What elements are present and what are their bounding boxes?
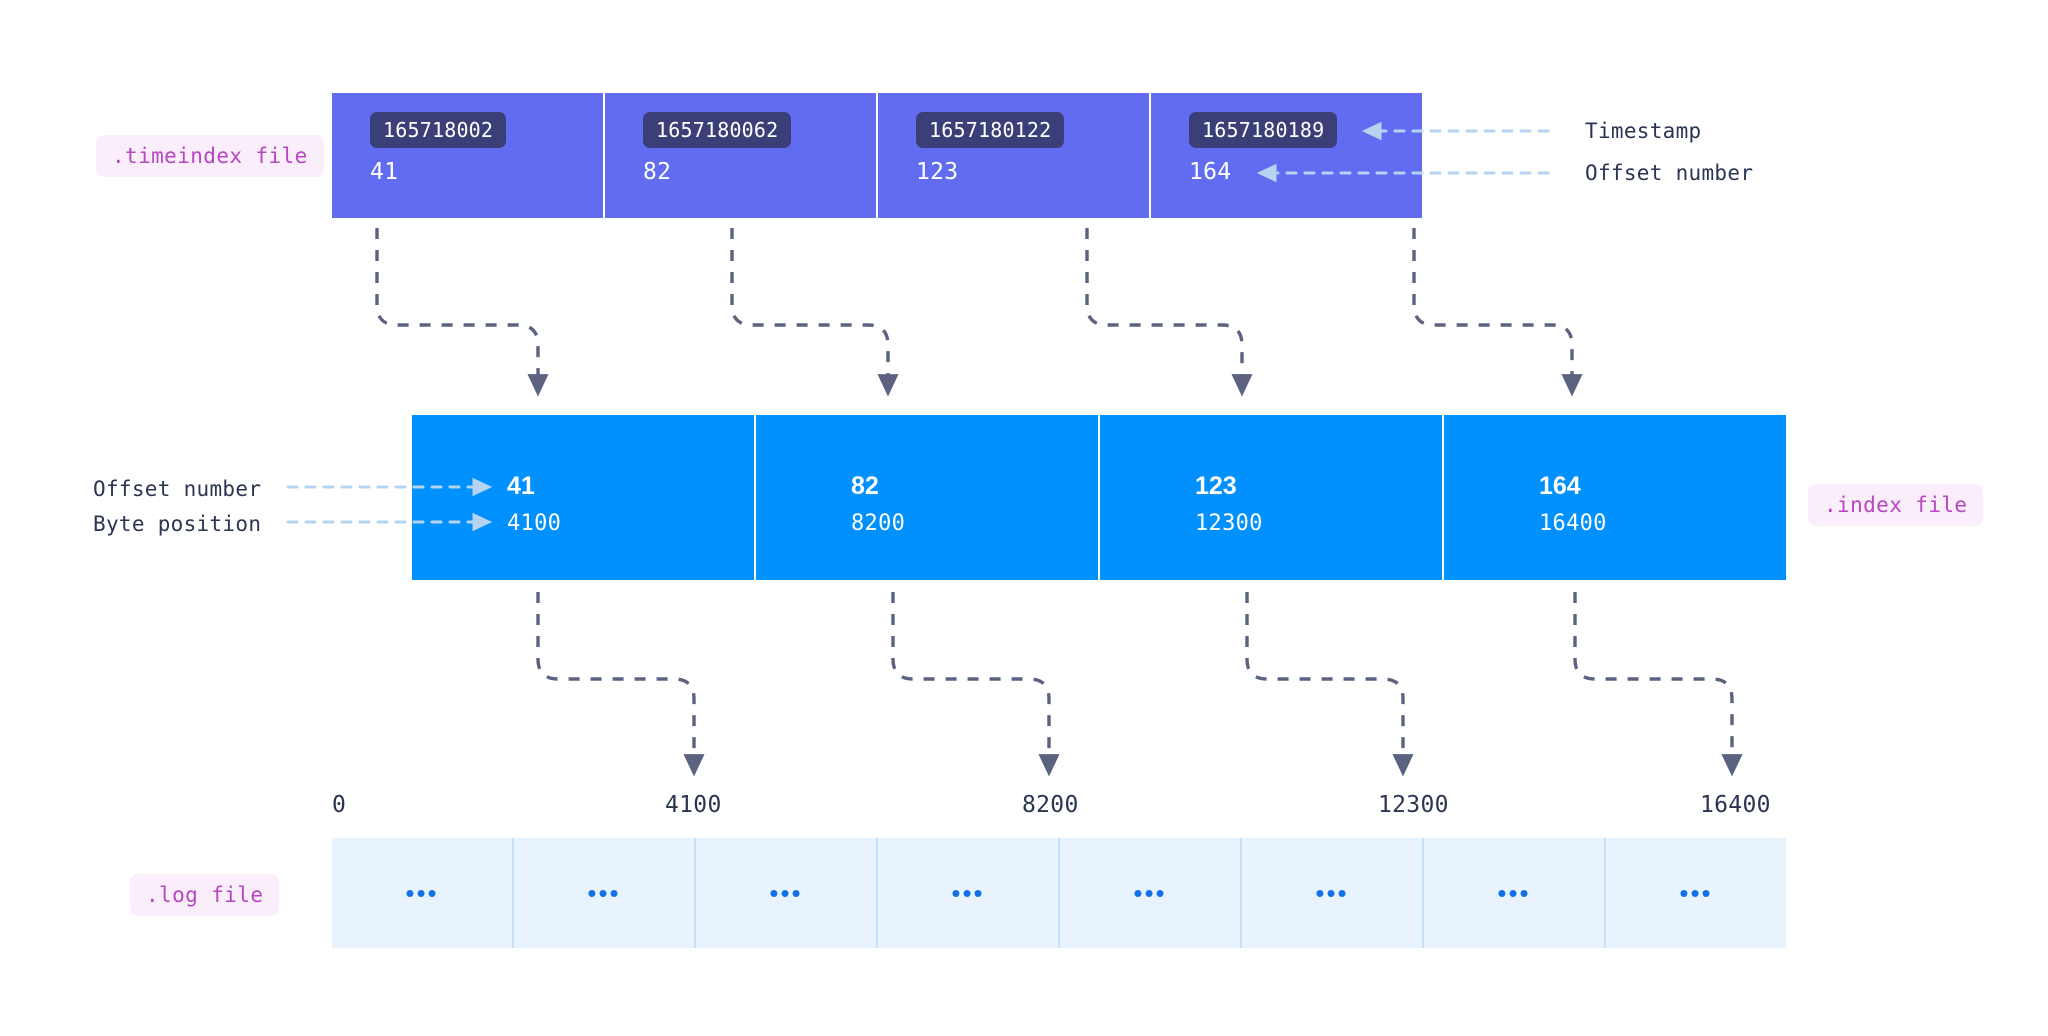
timeindex-file-label: .timeindex file xyxy=(96,135,324,177)
byte-tick-3: 12300 xyxy=(1378,792,1449,818)
byte-tick-4: 16400 xyxy=(1700,792,1771,818)
log-segment: ••• xyxy=(696,838,878,948)
timeindex-block: 165718002 41 1657180062 82 1657180122 12… xyxy=(332,93,1422,218)
timestamp-badge: 1657180122 xyxy=(916,112,1065,148)
timeindex-entry: 1657180189 164 xyxy=(1151,93,1422,218)
annotation-offset-number-right: Offset number xyxy=(1585,161,1754,185)
index-offset-value: 41 xyxy=(507,472,535,500)
ellipsis-icon: ••• xyxy=(1315,877,1349,908)
log-segment: ••• xyxy=(332,838,514,948)
index-entry: 41 4100 xyxy=(412,415,756,580)
timeindex-offset-value: 164 xyxy=(1189,159,1232,185)
ellipsis-icon: ••• xyxy=(587,877,621,908)
annotation-offset-number-left: Offset number xyxy=(93,477,262,501)
log-block: ••• ••• ••• ••• ••• ••• ••• ••• xyxy=(332,838,1786,948)
log-segment: ••• xyxy=(1060,838,1242,948)
byte-tick-1: 4100 xyxy=(665,792,722,818)
connector-index-to-log-4 xyxy=(1573,592,1743,777)
index-entry: 164 16400 xyxy=(1444,415,1786,580)
ellipsis-icon: ••• xyxy=(1679,877,1713,908)
log-segment: ••• xyxy=(1424,838,1606,948)
index-offset-value: 123 xyxy=(1195,472,1237,500)
ellipsis-icon: ••• xyxy=(1497,877,1531,908)
connector-index-to-log-2 xyxy=(891,592,1060,777)
log-segment: ••• xyxy=(1242,838,1424,948)
index-byte-position-value: 8200 xyxy=(851,511,906,536)
index-byte-position-value: 16400 xyxy=(1539,511,1607,536)
connector-timeindex-to-index-4 xyxy=(1412,228,1583,397)
index-entry: 82 8200 xyxy=(756,415,1100,580)
timestamp-badge: 165718002 xyxy=(370,112,507,148)
index-byte-position-value: 12300 xyxy=(1195,511,1263,536)
connector-timeindex-to-index-3 xyxy=(1085,228,1253,397)
log-segment: ••• xyxy=(1606,838,1786,948)
timeindex-entry: 165718002 41 xyxy=(332,93,605,218)
index-offset-value: 82 xyxy=(851,472,879,500)
byte-tick-0: 0 xyxy=(332,792,347,818)
timeindex-offset-value: 82 xyxy=(643,159,672,185)
index-offset-value: 164 xyxy=(1539,472,1581,500)
log-segment: ••• xyxy=(514,838,696,948)
log-segment: ••• xyxy=(878,838,1060,948)
annotation-timestamp: Timestamp xyxy=(1585,119,1702,143)
connector-timeindex-to-index-1 xyxy=(375,228,549,397)
index-entry: 123 12300 xyxy=(1100,415,1444,580)
ellipsis-icon: ••• xyxy=(1133,877,1167,908)
connector-index-to-log-3 xyxy=(1245,592,1414,777)
log-file-label: .log file xyxy=(130,874,280,916)
timestamp-badge: 1657180062 xyxy=(643,112,792,148)
connector-timeindex-to-index-2 xyxy=(730,228,899,397)
timeindex-offset-value: 41 xyxy=(370,159,399,185)
timestamp-badge: 1657180189 xyxy=(1189,112,1338,148)
connector-index-to-log-1 xyxy=(536,592,705,777)
ellipsis-icon: ••• xyxy=(405,877,439,908)
timeindex-entry: 1657180122 123 xyxy=(878,93,1151,218)
ellipsis-icon: ••• xyxy=(769,877,803,908)
timeindex-entry: 1657180062 82 xyxy=(605,93,878,218)
ellipsis-icon: ••• xyxy=(951,877,985,908)
byte-tick-2: 8200 xyxy=(1022,792,1079,818)
index-file-label: .index file xyxy=(1808,484,1984,526)
annotation-byte-position-left: Byte position xyxy=(93,512,262,536)
index-byte-position-value: 4100 xyxy=(507,511,562,536)
index-block: 41 4100 82 8200 123 12300 164 16400 xyxy=(412,415,1786,580)
timeindex-offset-value: 123 xyxy=(916,159,959,185)
